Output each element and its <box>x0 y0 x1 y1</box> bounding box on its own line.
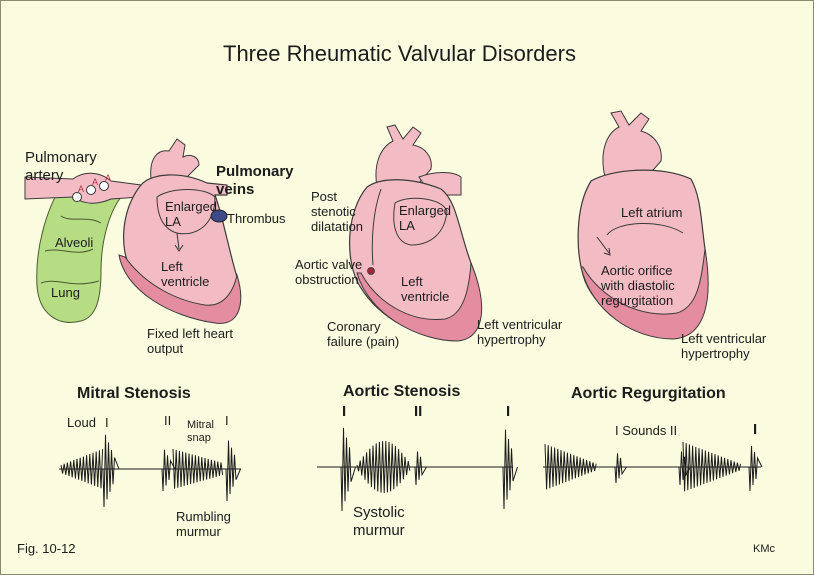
label-post-stenotic-dilatation: Post stenotic dilatation <box>311 189 364 234</box>
label-ms-s2: II <box>164 413 172 428</box>
alveoli-marker-3 <box>99 181 109 191</box>
ms-s1b-spike <box>225 440 241 502</box>
figure-number: Fig. 10-12 <box>17 541 76 556</box>
heading-mitral-stenosis: Mitral Stenosis <box>77 385 191 402</box>
label-as-s1b: I <box>506 403 511 420</box>
ms-s2-spike <box>161 449 176 492</box>
phonocardiograms <box>59 427 763 512</box>
ar-murmur-1 <box>544 443 597 490</box>
author-credit: KMc <box>753 543 775 555</box>
alveoli-marker-label-1: A <box>78 184 84 194</box>
label-systolic-murmur: Systolic murmur <box>353 504 405 539</box>
label-ar-sounds: I Sounds II <box>615 423 678 438</box>
label-left-ventricle-as: Left ventricle <box>401 274 450 304</box>
alveoli-marker-1 <box>72 192 82 202</box>
alveoli-marker-label-2: A <box>92 177 98 187</box>
label-fixed-output: Fixed left heart output <box>147 326 233 356</box>
label-ar-s1b: I <box>753 421 758 438</box>
label-left-atrium: Left atrium <box>621 205 683 220</box>
ms-presystolic-murmur <box>60 449 104 489</box>
ms-s1-spike <box>102 434 120 508</box>
label-thrombus: Thrombus <box>227 211 286 226</box>
heading-aortic-regurgitation: Aortic Regurgitation <box>571 385 726 402</box>
label-pulmonary-artery: Pulmonary artery <box>25 149 97 184</box>
label-lung: Lung <box>51 285 80 300</box>
label-ms-s1b: I <box>225 413 229 428</box>
heading-aortic-stenosis: Aortic Stenosis <box>343 383 461 400</box>
alveoli-marker-2 <box>86 185 96 195</box>
label-aortic-valve-obstruction: Aortic valve obstruction <box>295 257 363 287</box>
label-pulmonary-veins: Pulmonary veins <box>216 163 294 198</box>
label-loud: Loud <box>67 415 96 430</box>
label-coronary-failure: Coronary failure (pain) <box>327 319 400 349</box>
figure-title: Three Rheumatic Valvular Disorders <box>223 41 576 66</box>
aortic-stenosis-panel-drawing <box>349 124 483 342</box>
as-s1b-spike <box>502 429 518 510</box>
alveoli-marker-label-3: A <box>105 173 111 183</box>
aortic-regurgitation-panel-drawing <box>577 110 709 340</box>
label-as-s2: II <box>414 403 423 420</box>
as-systolic-murmur <box>356 441 411 494</box>
label-alveoli: Alveoli <box>55 235 94 250</box>
label-mitral-snap: Mitral snap <box>187 419 214 444</box>
ms-rumbling-murmur <box>172 448 224 489</box>
ar-s2-spike <box>678 451 691 486</box>
label-lv-hypertrophy-ar: Left ventricular hypertrophy <box>681 331 767 361</box>
mitral-panel-drawing: A A A <box>24 138 242 324</box>
label-left-ventricle-mitral: Left ventricle <box>161 259 210 289</box>
label-aortic-orifice: Aortic orifice with diastolic regurgitat… <box>601 263 675 308</box>
as-s1-spike <box>340 427 356 512</box>
label-enlarged-la-mitral: Enlarged LA <box>165 199 218 229</box>
label-ms-s1: I <box>105 415 109 430</box>
ar-murmur-2 <box>682 441 742 492</box>
ar-s1-spike <box>614 453 627 484</box>
label-as-s1: I <box>342 403 347 420</box>
ar-s1b-spike <box>748 445 763 492</box>
label-enlarged-la-as: Enlarged LA <box>399 203 452 233</box>
label-rumbling-murmur: Rumbling murmur <box>176 509 231 539</box>
aortic-valve-obstruction <box>367 267 375 275</box>
as-s2-spike <box>414 451 427 486</box>
thrombus <box>210 209 228 223</box>
label-lv-hypertrophy-as: Left ventricular hypertrophy <box>477 317 563 347</box>
